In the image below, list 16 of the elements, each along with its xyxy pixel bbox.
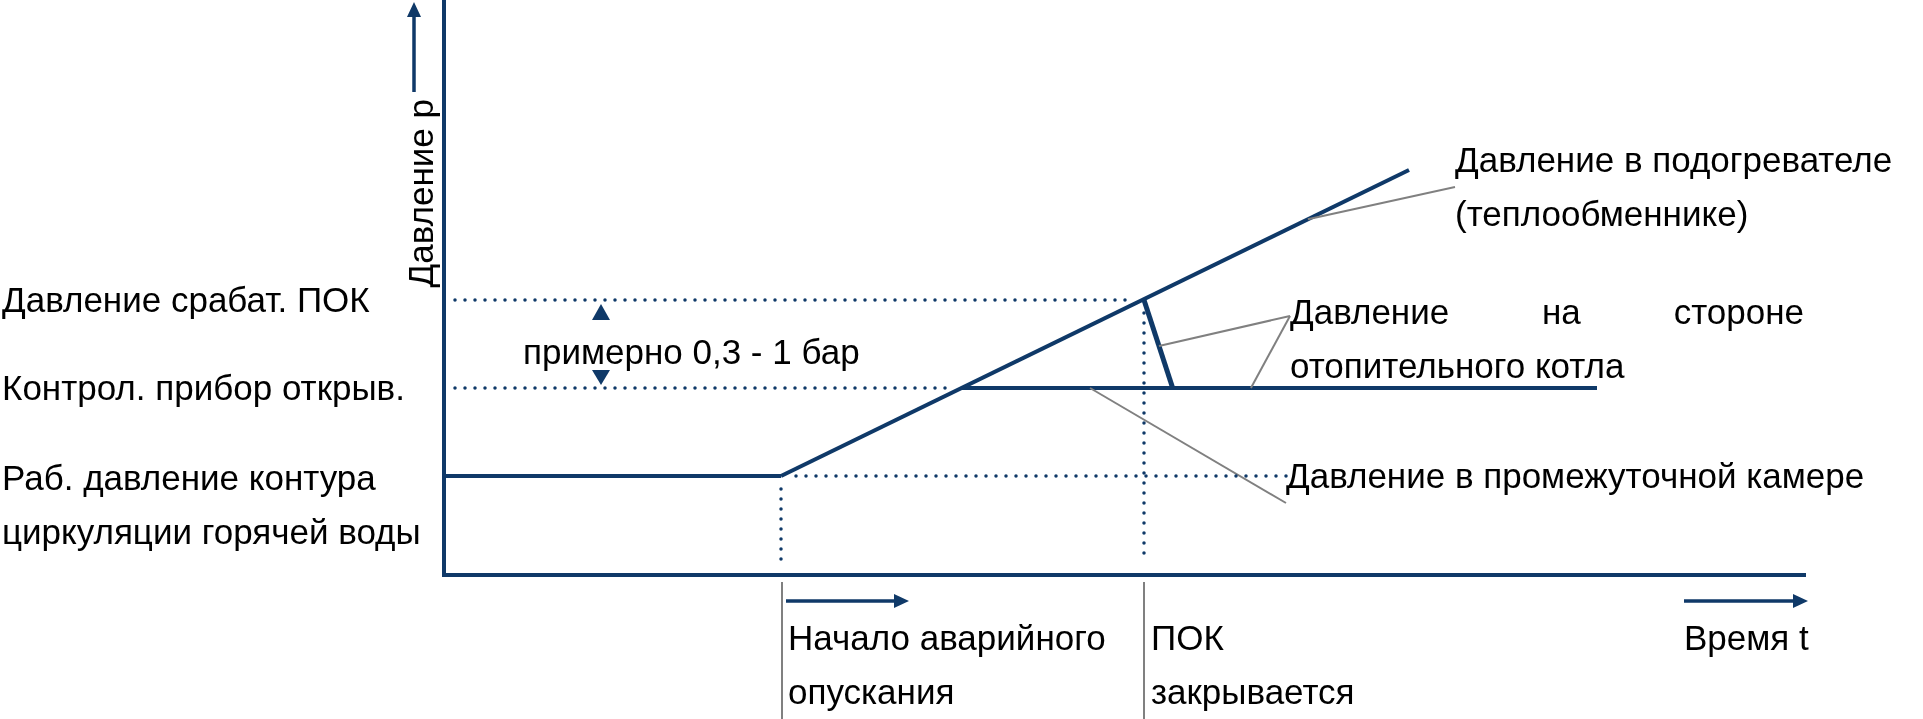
event-label: ПОК закрывается bbox=[1151, 617, 1356, 713]
level-label: Контрол. прибор открыв. bbox=[2, 367, 405, 409]
axis-title: Время t bbox=[1684, 617, 1809, 659]
leader-line bbox=[1306, 186, 1456, 221]
curve-label: Давление в подогревателе (теплообменнике) bbox=[1455, 133, 1917, 241]
pressure-line bbox=[962, 386, 1597, 390]
dimension-label: примерно 0,3 - 1 бар bbox=[523, 334, 860, 370]
axis-title: Давление р bbox=[403, 99, 439, 288]
curve-label: Давление в промежуточной камере bbox=[1286, 449, 1865, 503]
leader-line bbox=[1158, 315, 1291, 347]
curve-label: Давление на стороне отопительного котла bbox=[1290, 285, 1804, 393]
event-label: Начало аварийного опускания bbox=[788, 617, 1107, 713]
level-label: Раб. давление контура циркуляции горячей воды bbox=[2, 457, 422, 553]
level-label: Давление срабат. ПОК bbox=[2, 279, 370, 321]
leader-line bbox=[1249, 315, 1291, 389]
leader-line bbox=[1089, 387, 1287, 504]
